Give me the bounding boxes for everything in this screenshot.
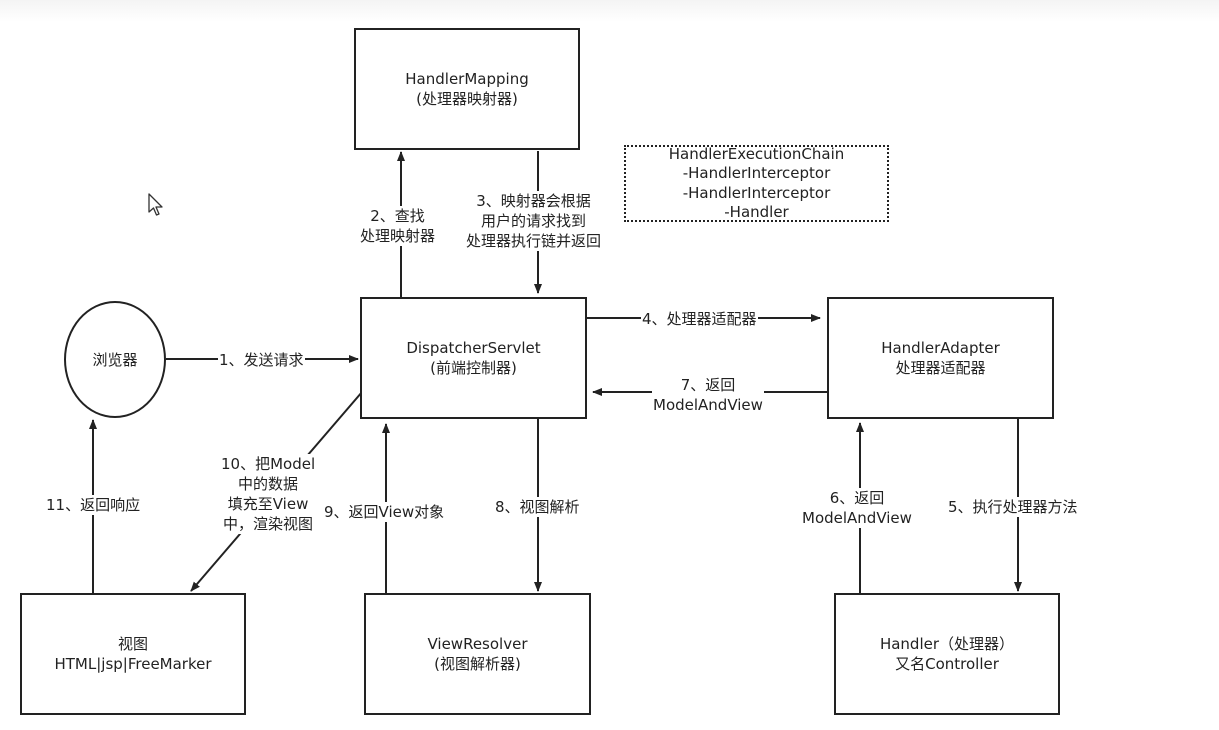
edge-7-label: 7、返回 ModelAndView (652, 375, 764, 415)
handler-title: Handler（处理器） (879, 635, 1015, 653)
edge-11-label: 11、返回响应 (45, 495, 142, 515)
handler-subtitle: 又名Controller (895, 655, 999, 673)
handler-execution-chain-note: HandlerExecutionChain -HandlerIntercepto… (624, 145, 889, 222)
window-top-strip (0, 0, 1219, 22)
view-resolver-title: ViewResolver (427, 635, 528, 653)
handler-mapping-title: HandlerMapping (405, 70, 529, 88)
dispatcher-servlet-node: DispatcherServlet (前端控制器) (360, 297, 587, 419)
browser-node: 浏览器 (64, 301, 166, 418)
edge-5-label: 5、执行处理器方法 (947, 497, 1079, 517)
view-resolver-node: ViewResolver (视图解析器) (364, 593, 591, 715)
execution-chain-line: -HandlerInterceptor (682, 183, 831, 202)
handler-adapter-subtitle: 处理器适配器 (895, 359, 986, 377)
edge-8-label: 8、视图解析 (494, 497, 581, 517)
view-subtitle: HTML|jsp|FreeMarker (54, 655, 212, 673)
view-node: 视图 HTML|jsp|FreeMarker (20, 593, 246, 715)
execution-chain-line: HandlerExecutionChain (668, 144, 845, 163)
handler-mapping-node: HandlerMapping (处理器映射器) (354, 28, 580, 150)
mouse-pointer-icon (148, 193, 163, 216)
view-resolver-subtitle: (视图解析器) (434, 655, 521, 673)
dispatcher-servlet-subtitle: (前端控制器) (430, 359, 517, 377)
handler-adapter-node: HandlerAdapter 处理器适配器 (827, 297, 1054, 419)
view-title: 视图 (117, 635, 148, 653)
handler-adapter-title: HandlerAdapter (881, 339, 1000, 357)
edge-3-label: 3、映射器会根据 用户的请求找到 处理器执行链并返回 (465, 191, 603, 251)
handler-mapping-subtitle: (处理器映射器) (416, 90, 518, 108)
execution-chain-line: -Handler (724, 203, 789, 221)
browser-title: 浏览器 (92, 350, 138, 369)
dispatcher-servlet-title: DispatcherServlet (406, 339, 541, 357)
handler-node: Handler（处理器） 又名Controller (834, 593, 1060, 715)
edge-1-label: 1、发送请求 (218, 350, 305, 370)
edge-2-label: 2、查找 处理映射器 (359, 206, 437, 246)
edge-4-label: 4、处理器适配器 (641, 309, 758, 329)
execution-chain-line: -HandlerInterceptor (682, 164, 831, 182)
edge-10-label: 10、把Model 中的数据 填充至View 中，渲染视图 (220, 454, 317, 534)
edge-9-label: 9、返回View对象 (323, 502, 446, 522)
edge-6-label: 6、返回 ModelAndView (801, 488, 913, 528)
